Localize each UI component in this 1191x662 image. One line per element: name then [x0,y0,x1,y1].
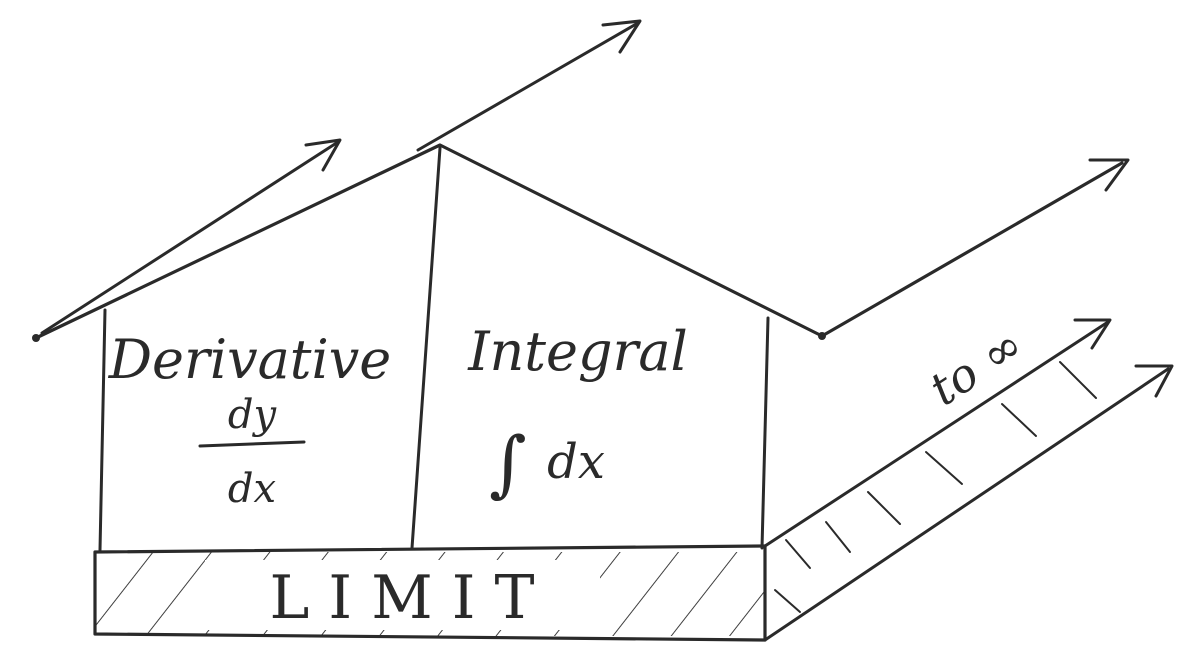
foundation-label-backdrop [205,560,600,630]
roof-right-dot [818,332,826,340]
integral-differential: dx [547,434,605,490]
infinity-ramp: to ∞ [763,317,1174,642]
foundation: L I M I T [93,544,767,642]
tangent-arrows [40,19,1130,335]
ramp-lower-arrowhead [1134,364,1174,398]
derivative-denominator: dx [228,466,276,512]
ramp-rungs [774,361,1097,613]
integral-sign: ∫ [489,421,527,505]
roof [32,143,1124,342]
integral-title: Integral [467,320,688,383]
to-infinity-label: to ∞ [920,317,1033,416]
derivative-numerator: dy [228,392,278,438]
right-room: Integral ∫ dx [467,320,688,505]
right-tangent-arrow [1088,158,1130,192]
roof-left-dot [32,334,40,342]
left-wall [98,308,107,552]
middle-tangent-arrow [416,19,642,152]
walls [98,146,770,552]
roof-line [34,143,824,340]
left-tangent-arrow [40,138,342,335]
ramp-lower-rail [763,367,1170,642]
ramp-upper-arrowhead [1073,318,1112,350]
fraction-bar [198,440,306,448]
roof-extension-line [820,161,1124,338]
derivative-title: Derivative [108,328,391,391]
limit-label: L I M I T [270,563,535,633]
ramp-upper-rail [763,320,1110,548]
center-wall [410,146,442,550]
left-room: Derivative dy dx [108,328,391,512]
right-wall [760,316,770,550]
